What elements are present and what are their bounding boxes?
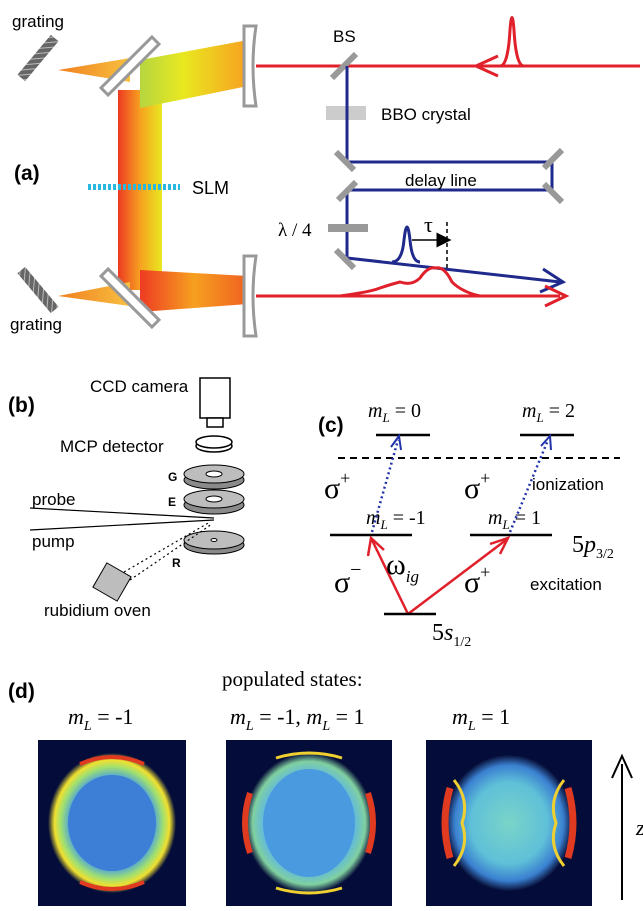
fold-mirror-top-icon: [98, 34, 162, 98]
panel-c: (c) mL = 0 mL = 2 ionization σ+ σ+ mL = …: [318, 400, 620, 650]
red-output-arrow-icon: [544, 284, 570, 308]
probe-line: [29, 507, 215, 519]
tau-label: τ: [424, 212, 433, 237]
delay-mirror-4-icon: [335, 179, 359, 203]
waveplate-icon: [328, 224, 368, 232]
ionization-label: ionization: [532, 475, 604, 494]
level-ml1-m: mL = 1: [488, 507, 541, 532]
probe-pulse-icon: [391, 225, 421, 264]
ionization-arrowhead-left-icon: [390, 433, 402, 451]
z-axis-arrowhead-icon: [611, 753, 633, 779]
grating-top-icon: [17, 34, 59, 82]
image1-label: mL = -1: [68, 704, 133, 734]
panel-a-label: (a): [14, 162, 40, 185]
fold-mirror-bottom-icon: [98, 266, 162, 330]
panel-b-label: (b): [8, 394, 35, 417]
delay-mirror-1-icon: [333, 149, 357, 173]
probe-label: probe: [32, 490, 75, 509]
sigma-plus-ion-right: σ+: [464, 468, 490, 505]
input-arrow-icon: [472, 54, 499, 78]
grating-bottom-icon: [17, 266, 59, 314]
image3-label: mL = 1: [452, 704, 510, 734]
oven-label: rubidium oven: [44, 601, 151, 620]
excitation-arrowhead-left-icon: [366, 535, 385, 557]
delay-mirror-2-icon: [541, 147, 565, 171]
curved-mirror-bottom-icon: [242, 254, 258, 338]
rubidium-oven-icon: [92, 562, 132, 602]
image3-photoelectron: [426, 740, 592, 906]
ionization-arrow-left: [370, 439, 400, 533]
z-axis-label: z: [635, 815, 643, 840]
panel-a: (a) grating grating: [10, 12, 640, 338]
slm-label: SLM: [192, 178, 229, 198]
ccd-camera-icon: [199, 377, 231, 428]
pump-line: [29, 519, 215, 531]
sigma-minus-exc: σ−: [334, 559, 361, 599]
level-ml0-m: mL = 0: [368, 400, 421, 425]
e-label: E: [168, 495, 176, 509]
sigma-plus-ion-left: σ+: [324, 468, 350, 505]
bs-label: BS: [333, 27, 356, 46]
grating-top-label: grating: [12, 12, 64, 31]
delay-mirror-3-icon: [541, 181, 565, 205]
image1-photoelectron: [38, 740, 186, 906]
omega-label: ωig: [386, 548, 419, 586]
p-state-label: 5p3/2: [572, 532, 614, 562]
image2-photoelectron: [226, 740, 392, 906]
ionization-arrowhead-right-icon: [540, 433, 552, 451]
delay-mirror-5-icon: [333, 247, 357, 271]
g-label: G: [168, 470, 177, 484]
shaped-pulse-icon: [339, 266, 481, 298]
level-mlm1-m: mL = -1: [366, 507, 426, 532]
beam-splitter-icon: [329, 51, 359, 81]
waveplate-label: λ / 4: [278, 220, 312, 241]
panel-b: (b) CCD camera MCP detector G E R: [8, 377, 245, 620]
populated-label: populated states:: [222, 667, 363, 691]
electrode-g-icon: [183, 464, 245, 490]
grating-bottom-label: grating: [10, 315, 62, 334]
level-ml2-m: mL = 2: [522, 400, 575, 425]
electrode-e-icon: [183, 489, 245, 515]
curved-mirror-top-icon: [242, 24, 258, 108]
panel-d: (d) populated states: mL = -1 mL = -1, m…: [8, 667, 643, 906]
excitation-arrow-left: [370, 539, 410, 615]
mcp-label: MCP detector: [60, 437, 164, 456]
panel-d-label: (d): [8, 680, 35, 703]
image2-label: mL = -1, mL = 1: [230, 704, 365, 734]
pump-label: pump: [32, 532, 75, 551]
sigma-plus-exc: σ+: [464, 562, 490, 599]
top-beam: [140, 40, 248, 108]
atomic-beam-line: [123, 521, 211, 573]
input-pulse-icon: [499, 16, 525, 68]
excitation-arrow-right: [407, 539, 507, 615]
camera-label: CCD camera: [90, 377, 189, 396]
ionization-arrow-right: [508, 439, 550, 533]
r-label: R: [172, 556, 181, 570]
panel-c-label: (c): [318, 414, 344, 437]
electrode-r-icon: [183, 530, 245, 555]
mcp-detector-icon: [195, 435, 233, 453]
s-state-label: 5s1/2: [432, 620, 471, 650]
excitation-arrowhead-right-icon: [489, 535, 511, 555]
atomic-beam-line-2: [129, 523, 213, 581]
excitation-label: excitation: [530, 575, 602, 594]
delay-line-label: delay line: [405, 171, 477, 190]
bbo-label: BBO crystal: [381, 105, 471, 124]
bottom-beam: [140, 270, 248, 312]
